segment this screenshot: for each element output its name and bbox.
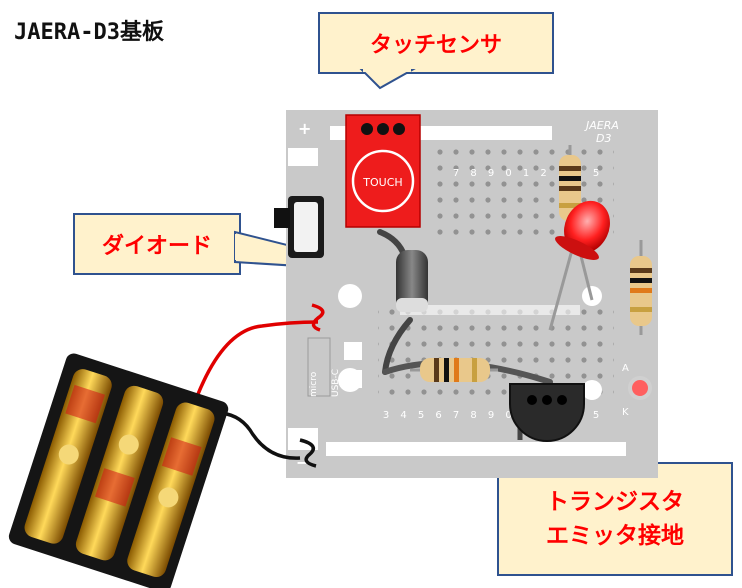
transistor (509, 383, 585, 442)
battery-pack (8, 353, 229, 588)
emitter-ground-label: エミッタ接地 (546, 523, 684, 549)
resistor-bottom (410, 358, 498, 382)
diode (396, 250, 428, 312)
column-number: 3 (383, 410, 389, 421)
led-cathode-label: K (622, 407, 629, 418)
pcb-board (286, 110, 658, 478)
diode-label: ダイオード (101, 234, 212, 259)
touch-sensor-label: タッチセンサ (369, 33, 502, 58)
board-model-label: D3 (596, 132, 611, 145)
transistor-label: トランジスタ (546, 489, 684, 515)
column-number: 5 (593, 410, 599, 421)
column-number-top: 5 (593, 168, 599, 179)
battery-wires (185, 303, 325, 468)
column-number: 4 (400, 410, 406, 421)
plus-rail-label: + (298, 119, 311, 138)
slide-switch (274, 196, 324, 258)
column-number-top: 2 (540, 168, 546, 179)
touch-sensor-callout: タッチセンサ (318, 12, 554, 74)
board-name-label: JAERA (584, 119, 619, 132)
resistor-right (630, 240, 652, 335)
touch-callout-pointer (359, 68, 416, 90)
led-anode-label: A (622, 363, 629, 374)
usb-c-label: USB-C (331, 369, 341, 397)
column-number: 5 (418, 410, 424, 421)
micro-usb-label: micro (309, 371, 319, 397)
column-number: 6 (435, 410, 441, 421)
touch-module-label: TOUCH (362, 176, 402, 189)
column-number: 8 (470, 410, 476, 421)
column-number: 9 (488, 410, 494, 421)
page-title: JAERA-D3基板 (14, 20, 164, 45)
column-number-top: 9 (488, 168, 494, 179)
touch-sensor-module: TOUCH (345, 114, 421, 228)
status-led (628, 376, 652, 400)
red-led (548, 200, 610, 331)
column-number: 0 (505, 410, 511, 421)
column-number: 7 (453, 410, 459, 421)
column-number-top: 0 (505, 168, 511, 179)
column-number-top: 8 (470, 168, 476, 179)
transistor-callout: トランジスタ エミッタ接地 (497, 462, 733, 576)
column-number-top: 1 (523, 168, 529, 179)
column-number-top: 7 (453, 168, 459, 179)
